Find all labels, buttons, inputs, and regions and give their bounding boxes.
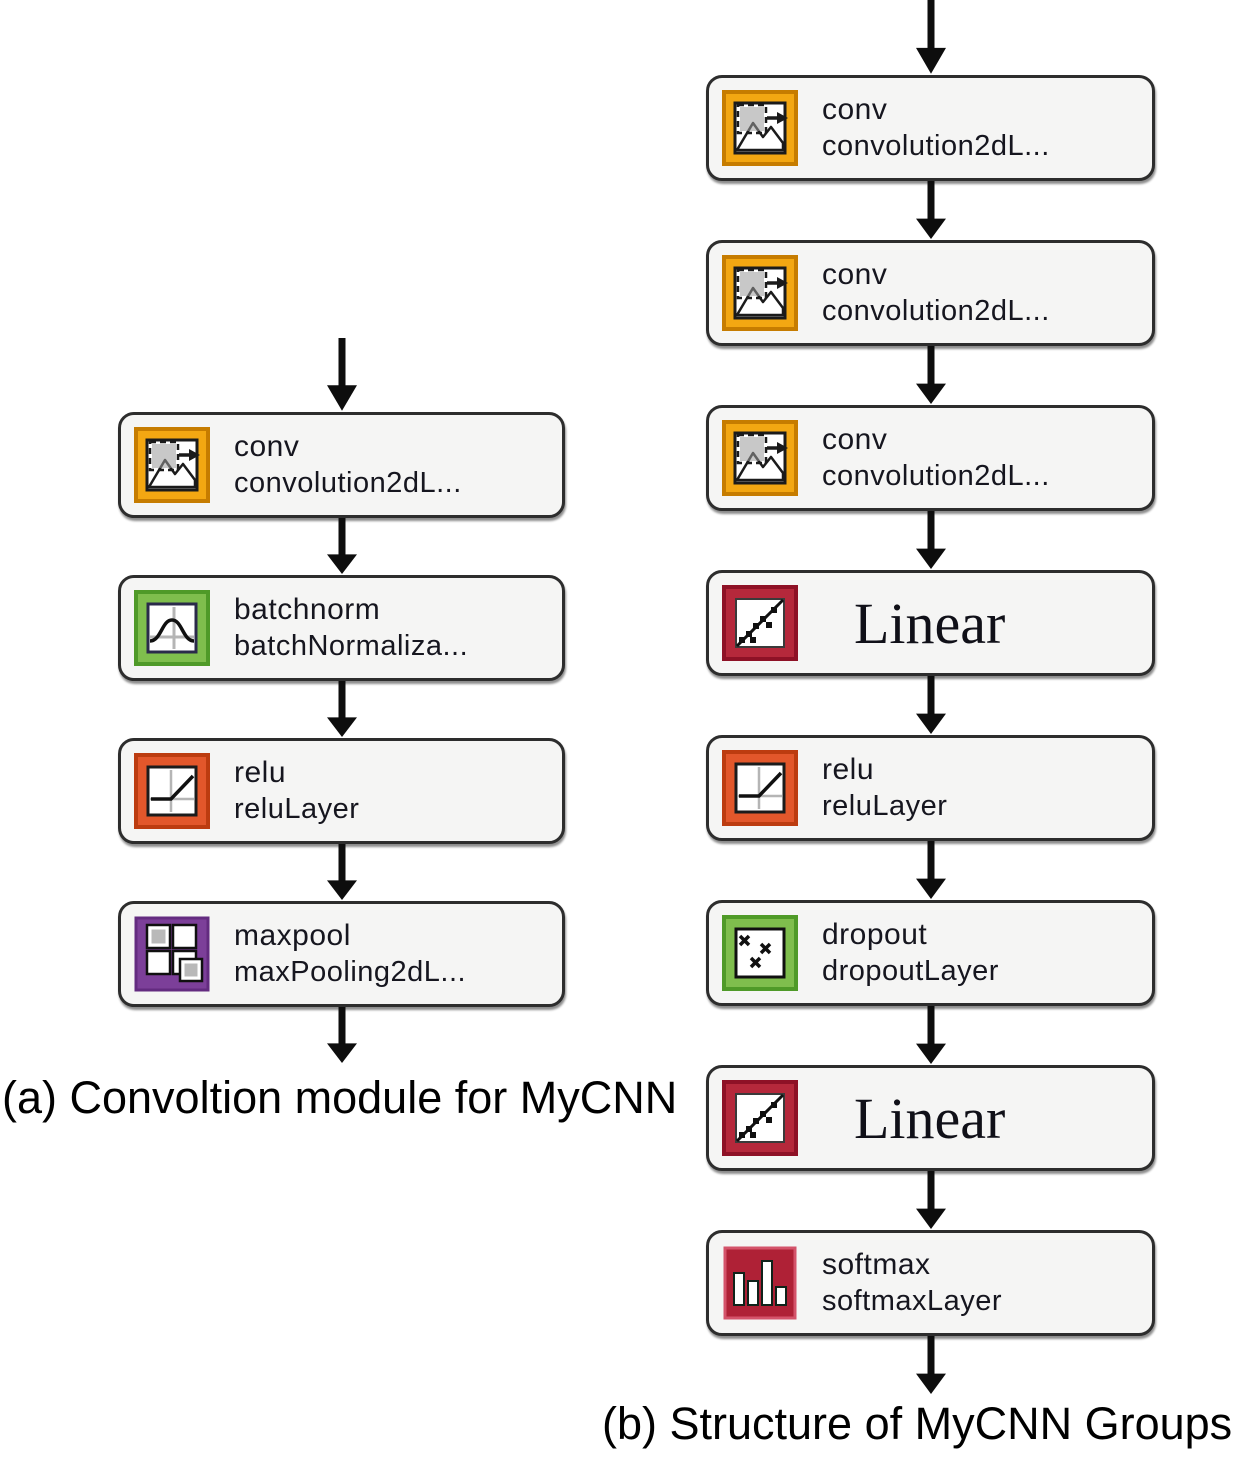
flow-arrow bbox=[325, 844, 359, 901]
module-b-column: conv convolution2dL... conv convolution2… bbox=[706, 0, 1155, 1395]
layer-block-conv: conv convolution2dL... bbox=[706, 240, 1155, 346]
layer-name: conv bbox=[822, 258, 888, 291]
down-arrow-icon bbox=[914, 1336, 948, 1395]
layer-block-linear: Linear bbox=[706, 570, 1155, 676]
flow-arrow bbox=[914, 1336, 948, 1395]
layer-labels: conv convolution2dL... bbox=[822, 256, 1050, 330]
layer-class: reluLayer bbox=[822, 790, 948, 822]
batchnorm-curve-icon bbox=[134, 590, 210, 666]
layer-class: convolution2dL... bbox=[234, 467, 462, 499]
flow-arrow bbox=[325, 1007, 359, 1064]
layer-class: convolution2dL... bbox=[822, 295, 1050, 327]
flow-arrow bbox=[325, 681, 359, 738]
flow-arrow bbox=[914, 1006, 948, 1065]
flow-arrow bbox=[914, 181, 948, 240]
maxpool-grid-icon bbox=[134, 916, 210, 992]
layer-class: maxPooling2dL... bbox=[234, 956, 467, 988]
layer-labels: relu reluLayer bbox=[234, 754, 359, 828]
dropout-x-icon bbox=[722, 915, 798, 991]
layer-labels: Linear bbox=[822, 590, 1005, 657]
layer-block-batchnorm: batchnorm batchNormaliza... bbox=[118, 575, 565, 681]
caption-b: (b) Structure of MyCNN Groups bbox=[602, 1398, 1233, 1449]
flow-arrow bbox=[914, 346, 948, 405]
layer-name: maxpool bbox=[234, 919, 351, 952]
layer-class: convolution2dL... bbox=[822, 130, 1050, 162]
down-arrow-icon bbox=[914, 346, 948, 405]
caption-a: (a) Convoltion module for MyCNN bbox=[2, 1072, 678, 1123]
down-arrow-icon bbox=[325, 518, 359, 575]
flow-arrow bbox=[914, 511, 948, 570]
down-arrow-icon bbox=[325, 1007, 359, 1064]
layer-labels: Linear bbox=[822, 1085, 1005, 1152]
layer-labels: maxpool maxPooling2dL... bbox=[234, 917, 466, 991]
module-a-column: conv convolution2dL... batchnorm batchNo… bbox=[118, 338, 565, 1064]
layer-name: dropout bbox=[822, 918, 928, 951]
conv-image-icon bbox=[722, 90, 798, 166]
relu-graph-icon bbox=[722, 750, 798, 826]
relu-graph-icon bbox=[134, 753, 210, 829]
down-arrow-icon bbox=[325, 681, 359, 738]
layer-name: batchnorm bbox=[234, 593, 381, 626]
layer-block-conv: conv convolution2dL... bbox=[706, 75, 1155, 181]
down-arrow-icon bbox=[914, 1171, 948, 1230]
flow-arrow bbox=[325, 518, 359, 575]
layer-name: relu bbox=[822, 753, 875, 786]
layer-name: conv bbox=[822, 93, 888, 126]
layer-class: convolution2dL... bbox=[822, 460, 1050, 492]
down-arrow-icon bbox=[914, 0, 948, 75]
flow-arrow bbox=[325, 338, 359, 412]
conv-image-icon bbox=[134, 427, 210, 503]
layer-class: dropoutLayer bbox=[822, 955, 999, 987]
layer-name: relu bbox=[234, 756, 287, 789]
layer-labels: conv convolution2dL... bbox=[822, 421, 1050, 495]
flow-arrow bbox=[914, 676, 948, 735]
layer-block-conv: conv convolution2dL... bbox=[118, 412, 565, 518]
layer-class: reluLayer bbox=[234, 793, 360, 825]
layer-class: softmaxLayer bbox=[822, 1285, 1003, 1317]
layer-block-dropout: dropout dropoutLayer bbox=[706, 900, 1155, 1006]
layer-name: conv bbox=[822, 423, 888, 456]
layer-name: softmax bbox=[822, 1248, 931, 1281]
down-arrow-icon bbox=[914, 511, 948, 570]
layer-labels: conv convolution2dL... bbox=[234, 428, 462, 502]
layer-class: batchNormaliza... bbox=[234, 630, 469, 662]
flow-arrow bbox=[914, 0, 948, 75]
layer-block-maxpool: maxpool maxPooling2dL... bbox=[118, 901, 565, 1007]
layer-block-softmax: softmax softmaxLayer bbox=[706, 1230, 1155, 1336]
layer-block-relu: relu reluLayer bbox=[118, 738, 565, 844]
layer-block-relu: relu reluLayer bbox=[706, 735, 1155, 841]
down-arrow-icon bbox=[325, 338, 359, 412]
linear-scatter-icon bbox=[722, 1080, 798, 1156]
layer-block-conv: conv convolution2dL... bbox=[706, 405, 1155, 511]
down-arrow-icon bbox=[914, 1006, 948, 1065]
flow-arrow bbox=[914, 841, 948, 900]
conv-image-icon bbox=[722, 420, 798, 496]
conv-image-icon bbox=[722, 255, 798, 331]
layer-labels: batchnorm batchNormaliza... bbox=[234, 591, 468, 665]
softmax-bars-icon bbox=[722, 1245, 798, 1321]
layer-labels: dropout dropoutLayer bbox=[822, 916, 999, 990]
down-arrow-icon bbox=[914, 181, 948, 240]
down-arrow-icon bbox=[914, 841, 948, 900]
layer-name: Linear bbox=[854, 1085, 1006, 1151]
flow-arrow bbox=[914, 1171, 948, 1230]
linear-scatter-icon bbox=[722, 585, 798, 661]
layer-labels: relu reluLayer bbox=[822, 751, 947, 825]
down-arrow-icon bbox=[914, 676, 948, 735]
layer-name: conv bbox=[234, 430, 300, 463]
layer-block-linear: Linear bbox=[706, 1065, 1155, 1171]
layer-name: Linear bbox=[854, 590, 1006, 656]
layer-labels: softmax softmaxLayer bbox=[822, 1246, 1002, 1320]
layer-labels: conv convolution2dL... bbox=[822, 91, 1050, 165]
down-arrow-icon bbox=[325, 844, 359, 901]
